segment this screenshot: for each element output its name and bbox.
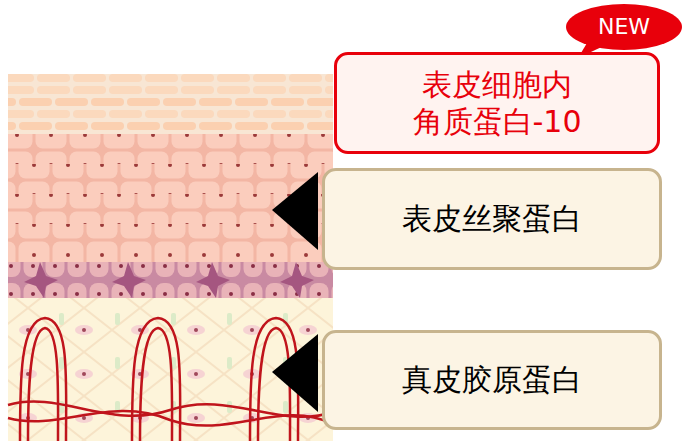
new-badge: NEW <box>566 4 682 50</box>
label-box: 真皮胶原蛋白 <box>322 330 662 430</box>
box-label: 表皮丝聚蛋白 <box>402 200 582 238</box>
box-label: 表皮细胞内 角质蛋白-10 <box>367 66 627 141</box>
box-label: NEW <box>598 13 650 41</box>
highlight-box: 表皮细胞内 角质蛋白-10 <box>334 52 660 154</box>
box-label: 真皮胶原蛋白 <box>402 361 582 399</box>
label-box: 表皮丝聚蛋白 <box>322 168 662 270</box>
